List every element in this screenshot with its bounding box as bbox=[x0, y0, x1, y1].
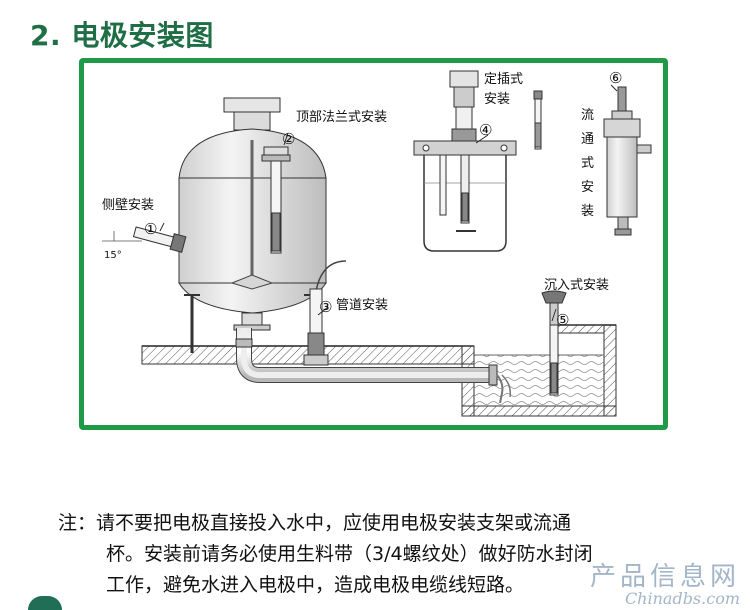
watermark-cn: 产品信息网 bbox=[589, 562, 740, 592]
label-top-flange: 顶部法兰式安装 bbox=[296, 110, 387, 125]
reactor-tank bbox=[178, 97, 327, 353]
watermark-en: Chinadbs.com bbox=[624, 589, 740, 608]
label-flow-1: 流 bbox=[581, 108, 594, 123]
note-line-2: 杯。安装前请务必使用生料带（3/4螺纹处）做好防水封闭 bbox=[106, 543, 593, 565]
insertion-beaker bbox=[413, 70, 517, 252]
number-5: ⑤ bbox=[556, 311, 569, 329]
note-line-1: 注：请不要把电极直接投入水中，应使用电极安装支架或流通 bbox=[58, 512, 572, 534]
label-flow-3: 式 bbox=[581, 156, 594, 171]
installation-diagram: 侧壁安装 15° 顶部法兰式安装 管道安装 定插式 安装 沉入式安装 流 通 式… bbox=[102, 69, 652, 417]
number-4: ④ bbox=[479, 121, 492, 139]
label-insert-2: 安装 bbox=[484, 92, 510, 107]
label-angle: 15° bbox=[104, 250, 122, 261]
label-side-wall: 侧壁安装 bbox=[102, 198, 154, 213]
label-flow-5: 装 bbox=[581, 204, 594, 219]
label-insert-1: 定插式 bbox=[484, 72, 523, 87]
flow-through-cell bbox=[603, 86, 652, 236]
number-2: ② bbox=[282, 130, 295, 148]
side-wall-probe bbox=[102, 226, 187, 253]
site-watermark: 产品信息网 Chinadbs.com bbox=[590, 563, 740, 607]
leader-lines bbox=[159, 84, 618, 322]
pipeline-probe bbox=[303, 260, 347, 366]
note-line-3: 工作，避免水进入电极中，造成电极电缆线短路。 bbox=[106, 574, 525, 596]
installation-note: 注：请不要把电极直接投入水中，应使用电极安装支架或流通 杯。安装前请务必使用生料… bbox=[58, 508, 718, 601]
number-3: ③ bbox=[319, 298, 332, 316]
installation-diagram-frame: 侧壁安装 15° 顶部法兰式安装 管道安装 定插式 安装 沉入式安装 流 通 式… bbox=[79, 58, 668, 430]
label-pipeline: 管道安装 bbox=[336, 298, 388, 313]
label-flow-2: 通 bbox=[581, 132, 594, 147]
corner-logo-icon bbox=[28, 596, 62, 610]
pipeline bbox=[235, 328, 512, 404]
label-flow-4: 安 bbox=[581, 180, 594, 195]
number-1: ① bbox=[144, 220, 157, 238]
standalone-probe bbox=[533, 90, 543, 150]
page-title: 2. 电极安装图 bbox=[30, 19, 214, 52]
diagram-labels: 侧壁安装 15° 顶部法兰式安装 管道安装 定插式 安装 沉入式安装 流 通 式… bbox=[102, 69, 622, 329]
label-immersion: 沉入式安装 bbox=[544, 278, 609, 293]
top-flange-probe bbox=[261, 146, 291, 254]
number-6: ⑥ bbox=[609, 69, 622, 87]
water-basin bbox=[461, 324, 617, 417]
